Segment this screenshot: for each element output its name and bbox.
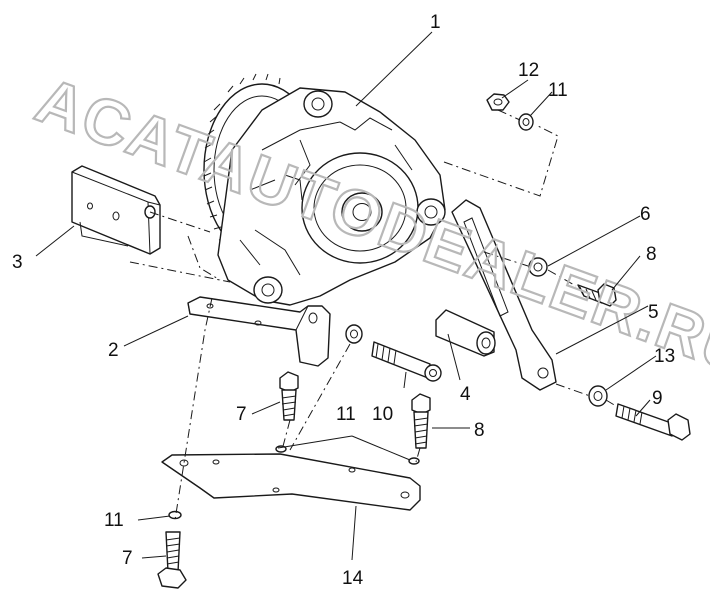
callout-7: 7: [236, 404, 247, 425]
bolt: [279, 371, 299, 421]
callout-11b: 11: [336, 404, 356, 425]
support-block: [71, 165, 161, 255]
callout-10: 10: [372, 404, 393, 425]
callout-11c: 11: [104, 510, 124, 531]
washer: [408, 457, 420, 465]
callout-2: 2: [108, 340, 119, 361]
washer: [518, 113, 534, 131]
washer: [588, 385, 608, 407]
long-bolt: [371, 341, 442, 382]
alternator: [203, 73, 446, 306]
callout-13: 13: [654, 346, 675, 367]
callout-4: 4: [460, 384, 471, 405]
washer: [528, 257, 548, 277]
leader-lines: [35, 31, 657, 561]
bolt: [157, 531, 187, 589]
spacer-sleeve: [435, 309, 496, 357]
callout-6: 5: [648, 302, 659, 323]
assembly-axes: [129, 109, 617, 521]
callout-12: 12: [518, 60, 539, 81]
mounting-bracket: [187, 296, 331, 367]
washer: [345, 324, 363, 344]
callout-8: 8: [646, 244, 657, 265]
base-plate: [161, 453, 421, 511]
bolt: [411, 393, 431, 449]
callout-5: 6: [640, 204, 651, 225]
bolt: [615, 403, 691, 441]
callout-9: 9: [652, 388, 663, 409]
callout-1: 1: [430, 12, 441, 33]
adjusting-strap: [451, 199, 557, 391]
callout-labels: 1 12 11 6 8 3 5 2 13 4 9 10 11 7 8 11 7 …: [12, 12, 675, 589]
callout-8b: 8: [474, 420, 485, 441]
callout-3: 3: [12, 252, 23, 273]
bolt: [577, 283, 617, 307]
hex-nut: [486, 93, 510, 111]
fan-fins: [203, 73, 281, 250]
callout-14: 14: [342, 568, 364, 589]
callout-7b: 7: [122, 548, 133, 569]
callout-11: 11: [548, 80, 568, 101]
